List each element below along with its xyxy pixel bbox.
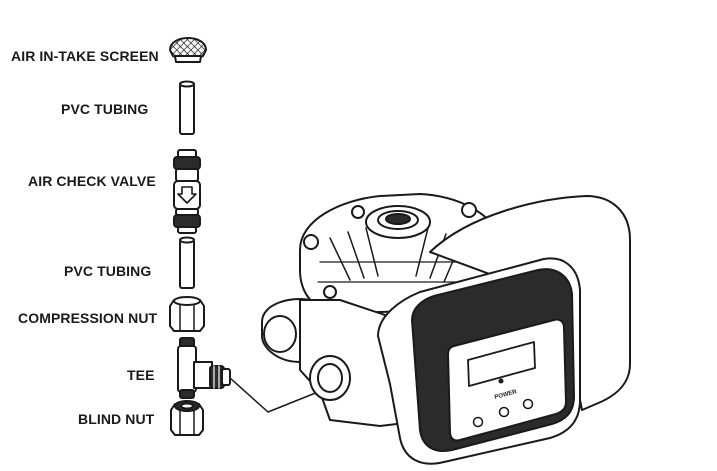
- blind-nut-part: [170, 400, 204, 436]
- label-pvc-tubing-top: PVC TUBING: [61, 101, 149, 117]
- label-air-intake-screen: AIR IN-TAKE SCREEN: [11, 48, 159, 64]
- compression-nut-part: [169, 296, 205, 332]
- tee-part: [177, 337, 231, 399]
- label-air-check-valve: AIR CHECK VALVE: [28, 173, 156, 189]
- label-blind-nut: BLIND NUT: [78, 411, 155, 427]
- pvc-tubing-top-part: [179, 80, 195, 135]
- power-text: POWER: [494, 389, 518, 401]
- label-tee: TEE: [127, 367, 155, 383]
- controller-housing: [377, 195, 631, 465]
- air-check-valve-part: [173, 149, 201, 234]
- air-intake-screen-part: [169, 37, 207, 63]
- connector-line: [229, 377, 319, 413]
- label-pvc-tubing-bottom: PVC TUBING: [64, 263, 152, 279]
- pvc-tubing-bottom-part: [179, 236, 195, 289]
- label-compression-nut: COMPRESSION NUT: [18, 310, 158, 326]
